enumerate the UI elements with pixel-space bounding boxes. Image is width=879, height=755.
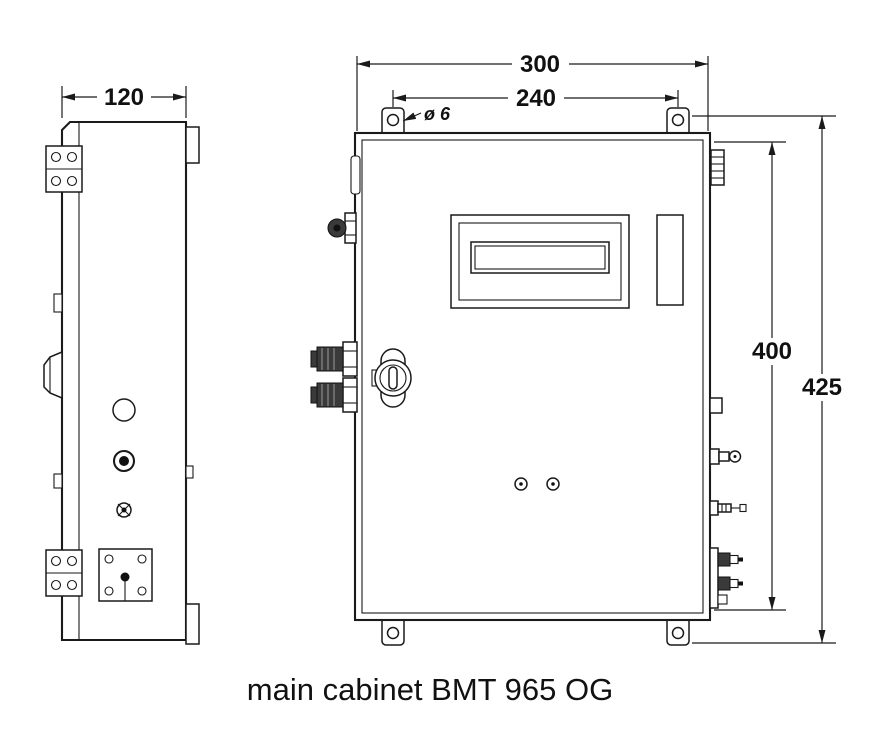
front-view: 300 240 ø 6 400	[310, 51, 852, 646]
side-door-latch	[43, 350, 63, 400]
side-body-outline	[60, 120, 188, 642]
dim-side-depth: 120	[61, 84, 187, 118]
side-hole	[112, 398, 136, 422]
door-hinge-mark	[350, 155, 361, 195]
door-lock	[371, 348, 412, 408]
side-connector-upper	[112, 449, 136, 473]
mounting-tab-bottom-left	[381, 616, 405, 646]
key-slot	[388, 366, 398, 390]
side-bottom-plate	[98, 548, 153, 602]
right-connector-2	[709, 500, 747, 516]
dim-overall-height: 425	[692, 115, 852, 644]
dim-front-width-label: 300	[520, 51, 560, 78]
side-right-nub	[185, 465, 194, 479]
mounting-tab-top-left	[381, 107, 405, 137]
mounting-tab-top-right	[666, 107, 690, 137]
side-connector-lower	[116, 502, 132, 518]
dim-body-height: 400	[714, 141, 801, 611]
cabinet-body	[353, 131, 712, 622]
mounting-tab-bottom-right	[666, 616, 690, 646]
dim-body-height-label: 400	[752, 338, 792, 365]
dim-hole-diameter-label: ø 6	[424, 104, 451, 124]
side-bracket-bottom	[185, 603, 200, 645]
right-fitting-small	[709, 397, 723, 414]
display-panel	[450, 214, 630, 309]
right-connector-block	[709, 547, 743, 609]
indicator-hole-left	[514, 477, 528, 491]
side-hinge-bottom	[45, 549, 83, 597]
cable-gland-mid-1	[310, 341, 358, 377]
dim-hole-diameter: ø 6	[402, 104, 451, 124]
display-window	[470, 241, 610, 274]
cabinet-door	[361, 139, 704, 614]
dim-front-width: 300	[356, 51, 709, 131]
dim-hole-spacing: 240	[392, 85, 679, 112]
dim-hole-spacing-label: 240	[516, 85, 556, 112]
side-bracket-top	[185, 126, 200, 164]
dim-overall-height-label: 425	[802, 374, 842, 401]
indicator-hole-right	[546, 477, 560, 491]
dim-side-depth-label: 120	[104, 84, 144, 111]
side-latch-keeper-lower	[53, 473, 63, 489]
side-hinge-top	[45, 145, 83, 193]
side-label-plate	[656, 214, 684, 306]
cable-gland-mid-2	[310, 377, 358, 413]
cable-gland-top	[327, 212, 357, 244]
drawing-caption: main cabinet BMT 965 OG	[247, 672, 613, 707]
side-view: 120	[43, 84, 200, 645]
right-hinge-top	[710, 149, 725, 186]
side-latch-keeper-upper	[53, 293, 63, 313]
right-connector-1	[709, 448, 742, 465]
